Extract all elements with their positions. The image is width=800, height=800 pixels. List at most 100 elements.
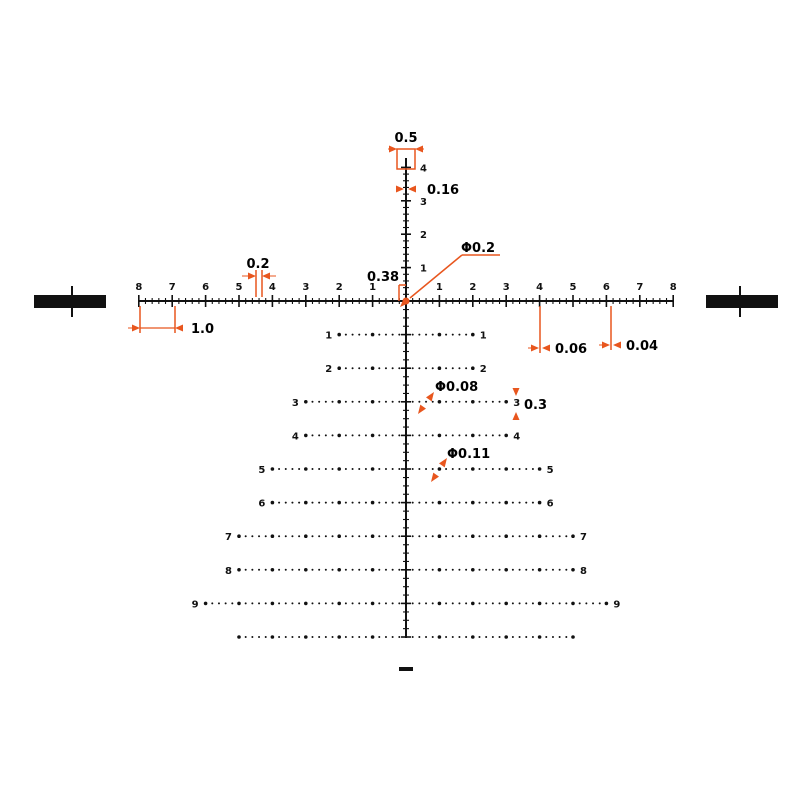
holdover-small-dot — [445, 501, 448, 504]
holdover-small-dot — [344, 501, 347, 504]
holdover-small-dot — [418, 535, 421, 538]
holdover-large-dot — [270, 635, 275, 639]
holdover-small-dot — [465, 568, 468, 571]
holdover-small-dot — [244, 602, 247, 605]
holdover-small-dot — [378, 434, 381, 437]
dim-top-post-width: 0.5 — [394, 131, 417, 146]
holdover-small-dot — [418, 636, 421, 639]
holdover-small-dot — [498, 434, 501, 437]
holdover-small-dot — [391, 367, 394, 370]
holdover-small-dot — [445, 602, 448, 605]
holdover-small-dot — [458, 367, 461, 370]
horizontal-scale-label-left: 6 — [202, 282, 209, 293]
holdover-small-dot — [298, 568, 301, 571]
holdover-small-dot — [391, 333, 394, 336]
holdover-small-dot — [324, 535, 327, 538]
dim-major-spacing: 1.0 — [191, 322, 214, 337]
holdover-small-dot — [451, 400, 454, 403]
holdover-small-dot — [411, 468, 414, 471]
vertical-scale-label: 1 — [420, 264, 427, 275]
holdover-small-dot — [298, 636, 301, 639]
holdover-small-dot — [558, 535, 561, 538]
holdover-small-dot — [378, 636, 381, 639]
holdover-small-dot — [465, 636, 468, 639]
holdover-row-label-right: 3 — [513, 398, 520, 409]
holdover-small-dot — [551, 535, 554, 538]
holdover-small-dot — [291, 568, 294, 571]
holdover-small-dot — [398, 400, 401, 403]
bottom-post — [399, 667, 413, 671]
holdover-small-dot — [545, 535, 548, 538]
holdover-small-dot — [565, 602, 568, 605]
holdover-large-dot — [471, 467, 475, 471]
dim-arrow — [415, 145, 423, 153]
holdover-small-dot — [378, 333, 381, 336]
holdover-large-dot — [237, 601, 241, 606]
holdover-small-dot — [318, 468, 321, 471]
holdover-small-dot — [358, 434, 361, 437]
holdover-row-label-left: 5 — [258, 465, 265, 476]
holdover-small-dot — [324, 468, 327, 471]
holdover-small-dot — [251, 636, 254, 639]
holdover-small-dot — [531, 535, 534, 538]
holdover-small-dot — [351, 468, 354, 471]
holdover-small-dot — [391, 602, 394, 605]
holdover-small-dot — [511, 602, 514, 605]
holdover-small-dot — [364, 434, 367, 437]
holdover-small-dot — [244, 535, 247, 538]
dim-row-height: 0.3 — [524, 398, 547, 413]
dim-arrow — [408, 185, 416, 193]
holdover-small-dot — [331, 468, 334, 471]
holdover-large-dot — [504, 500, 509, 505]
holdover-small-dot — [351, 367, 354, 370]
holdover-small-dot — [445, 535, 448, 538]
holdover-small-dot — [418, 367, 421, 370]
holdover-large-dot — [537, 601, 542, 606]
holdover-large-dot — [471, 635, 475, 639]
dim-arrow — [396, 185, 404, 193]
holdover-small-dot — [458, 434, 461, 437]
holdover-small-dot — [384, 568, 387, 571]
holdover-small-dot — [291, 535, 294, 538]
holdover-large-dot — [537, 500, 542, 505]
holdover-large-dot — [537, 635, 542, 639]
holdover-small-dot — [411, 636, 414, 639]
horizontal-scale-label-right: 6 — [603, 282, 610, 293]
holdover-large-dot — [504, 635, 509, 639]
holdover-large-dot — [337, 400, 342, 404]
holdover-small-dot — [431, 367, 434, 370]
holdover-large-dot — [504, 433, 509, 438]
holdover-small-dot — [298, 468, 301, 471]
holdover-large-dot — [270, 534, 275, 539]
holdover-small-dot — [291, 468, 294, 471]
holdover-large-dot — [370, 433, 375, 438]
holdover-small-dot — [331, 636, 334, 639]
holdover-small-dot — [384, 400, 387, 403]
holdover-small-dot — [378, 535, 381, 538]
holdover-large-dot — [237, 568, 241, 572]
horizontal-scale-label-left: 8 — [135, 282, 142, 293]
holdover-small-dot — [485, 602, 488, 605]
holdover-small-dot — [298, 535, 301, 538]
holdover-small-dot — [465, 434, 468, 437]
holdover-large-dot — [337, 332, 342, 337]
holdover-large-dot — [304, 568, 308, 572]
holdover-small-dot — [311, 501, 314, 504]
holdover-small-dot — [525, 602, 528, 605]
holdover-small-dot — [398, 434, 401, 437]
holdover-small-dot — [491, 434, 494, 437]
holdover-small-dot — [411, 434, 414, 437]
holdover-small-dot — [531, 568, 534, 571]
holdover-small-dot — [431, 501, 434, 504]
holdover-large-dot — [304, 467, 308, 471]
holdover-small-dot — [264, 535, 267, 538]
holdover-small-dot — [331, 602, 334, 605]
holdover-small-dot — [311, 636, 314, 639]
holdover-small-dot — [378, 400, 381, 403]
holdover-small-dot — [491, 400, 494, 403]
holdover-small-dot — [358, 367, 361, 370]
holdover-small-dot — [498, 568, 501, 571]
holdover-small-dot — [311, 468, 314, 471]
holdover-small-dot — [311, 400, 314, 403]
